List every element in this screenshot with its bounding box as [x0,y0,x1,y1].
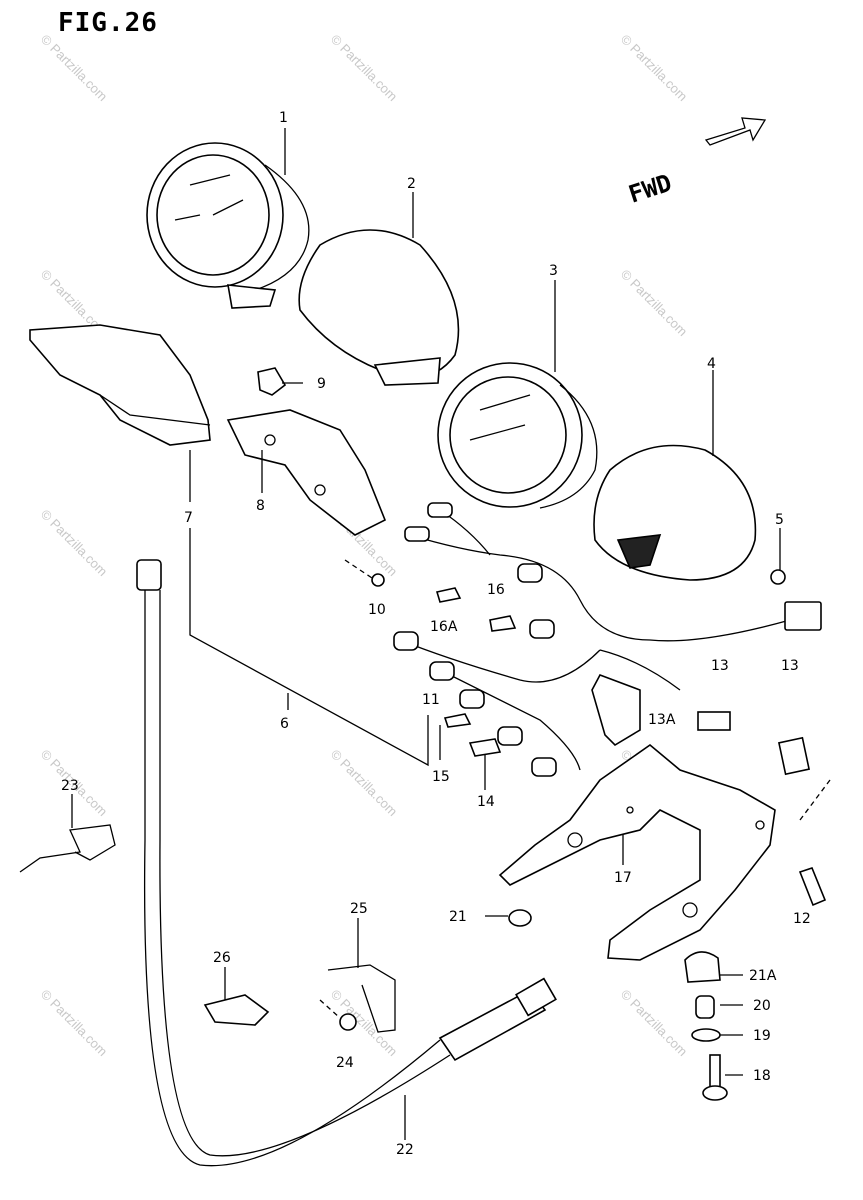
meter-cover [29,324,211,446]
callout-label: 17 [614,870,632,886]
callout-label: 7 [184,510,193,526]
watermark: © Partzilla.com [618,267,691,340]
callout-label: 22 [396,1142,414,1158]
callout-labels: 1 2 3 4 5 6 7 8 9 10 11 12 13 13 13A 14 … [61,110,811,1158]
callout-label: 21 [449,909,467,925]
callout-label: 1 [279,110,288,126]
callout-label: 20 [753,998,771,1014]
callout-label: 16A [430,619,458,635]
callout-label: 2 [407,176,416,192]
callout-label: 21A [749,968,777,984]
watermark: © Partzilla.com [38,987,111,1060]
watermark: © Partzilla.com [38,32,111,105]
watermark: © Partzilla.com [618,987,691,1060]
tachometer-cover [298,229,460,386]
bulb [435,587,462,603]
figure-title: FIG.26 [58,8,158,38]
callout-label: 13 [711,658,729,674]
tachometer [146,142,310,309]
callout-label: 10 [368,602,386,618]
callout-label: 4 [707,356,716,372]
damper [684,951,721,983]
callout-label: 9 [317,376,326,392]
speedometer [437,362,598,509]
watermark: © Partzilla.com [328,747,401,820]
speedometer-cover [593,444,757,581]
callout-label: 14 [477,794,495,810]
bulb [489,615,517,632]
screw [344,559,385,587]
watermark: © Partzilla.com [618,32,691,105]
wiring-harness [393,502,822,777]
callout-label: 25 [350,901,368,917]
meter-bracket [498,743,776,961]
speedometer-cable [136,559,557,1167]
callout-label: 5 [775,512,784,528]
bulb [443,713,472,728]
callout-label: 8 [256,498,265,514]
cable-clamp [203,994,270,1026]
screw [339,1013,357,1031]
indicator-plate [591,674,641,747]
fwd-label: FWD [625,169,675,209]
callout-label: 3 [549,263,558,279]
watermark: © Partzilla.com [38,507,111,580]
callout-label: 16 [487,582,505,598]
callout-label: 26 [213,950,231,966]
bulb [468,738,502,757]
clip [257,367,287,396]
screw [770,569,786,585]
grommet [508,909,532,927]
callout-label: 23 [61,778,79,794]
bolt [798,867,827,907]
callout-label: 12 [793,911,811,927]
cable-clamp [19,824,116,873]
collar [695,995,715,1019]
callout-label: 6 [280,716,289,732]
cushion-pad [697,711,731,731]
callout-label: 24 [336,1055,354,1071]
watermark: © Partzilla.com [328,32,401,105]
callout-label: 15 [432,769,450,785]
leader-lines [71,128,781,1140]
callout-label: 11 [422,692,440,708]
callout-label: 18 [753,1068,771,1084]
washer [691,1028,721,1042]
meter-cushion [226,409,387,536]
callout-label: 13A [648,712,676,728]
watermark: © Partzilla.com [328,987,401,1060]
callout-label: 19 [753,1028,771,1044]
forward-arrow-icon: FWD [625,117,767,209]
cushion-pad [777,736,811,776]
bolt [702,1054,728,1101]
callout-label: 13 [781,658,799,674]
cable-guide [327,964,396,1033]
